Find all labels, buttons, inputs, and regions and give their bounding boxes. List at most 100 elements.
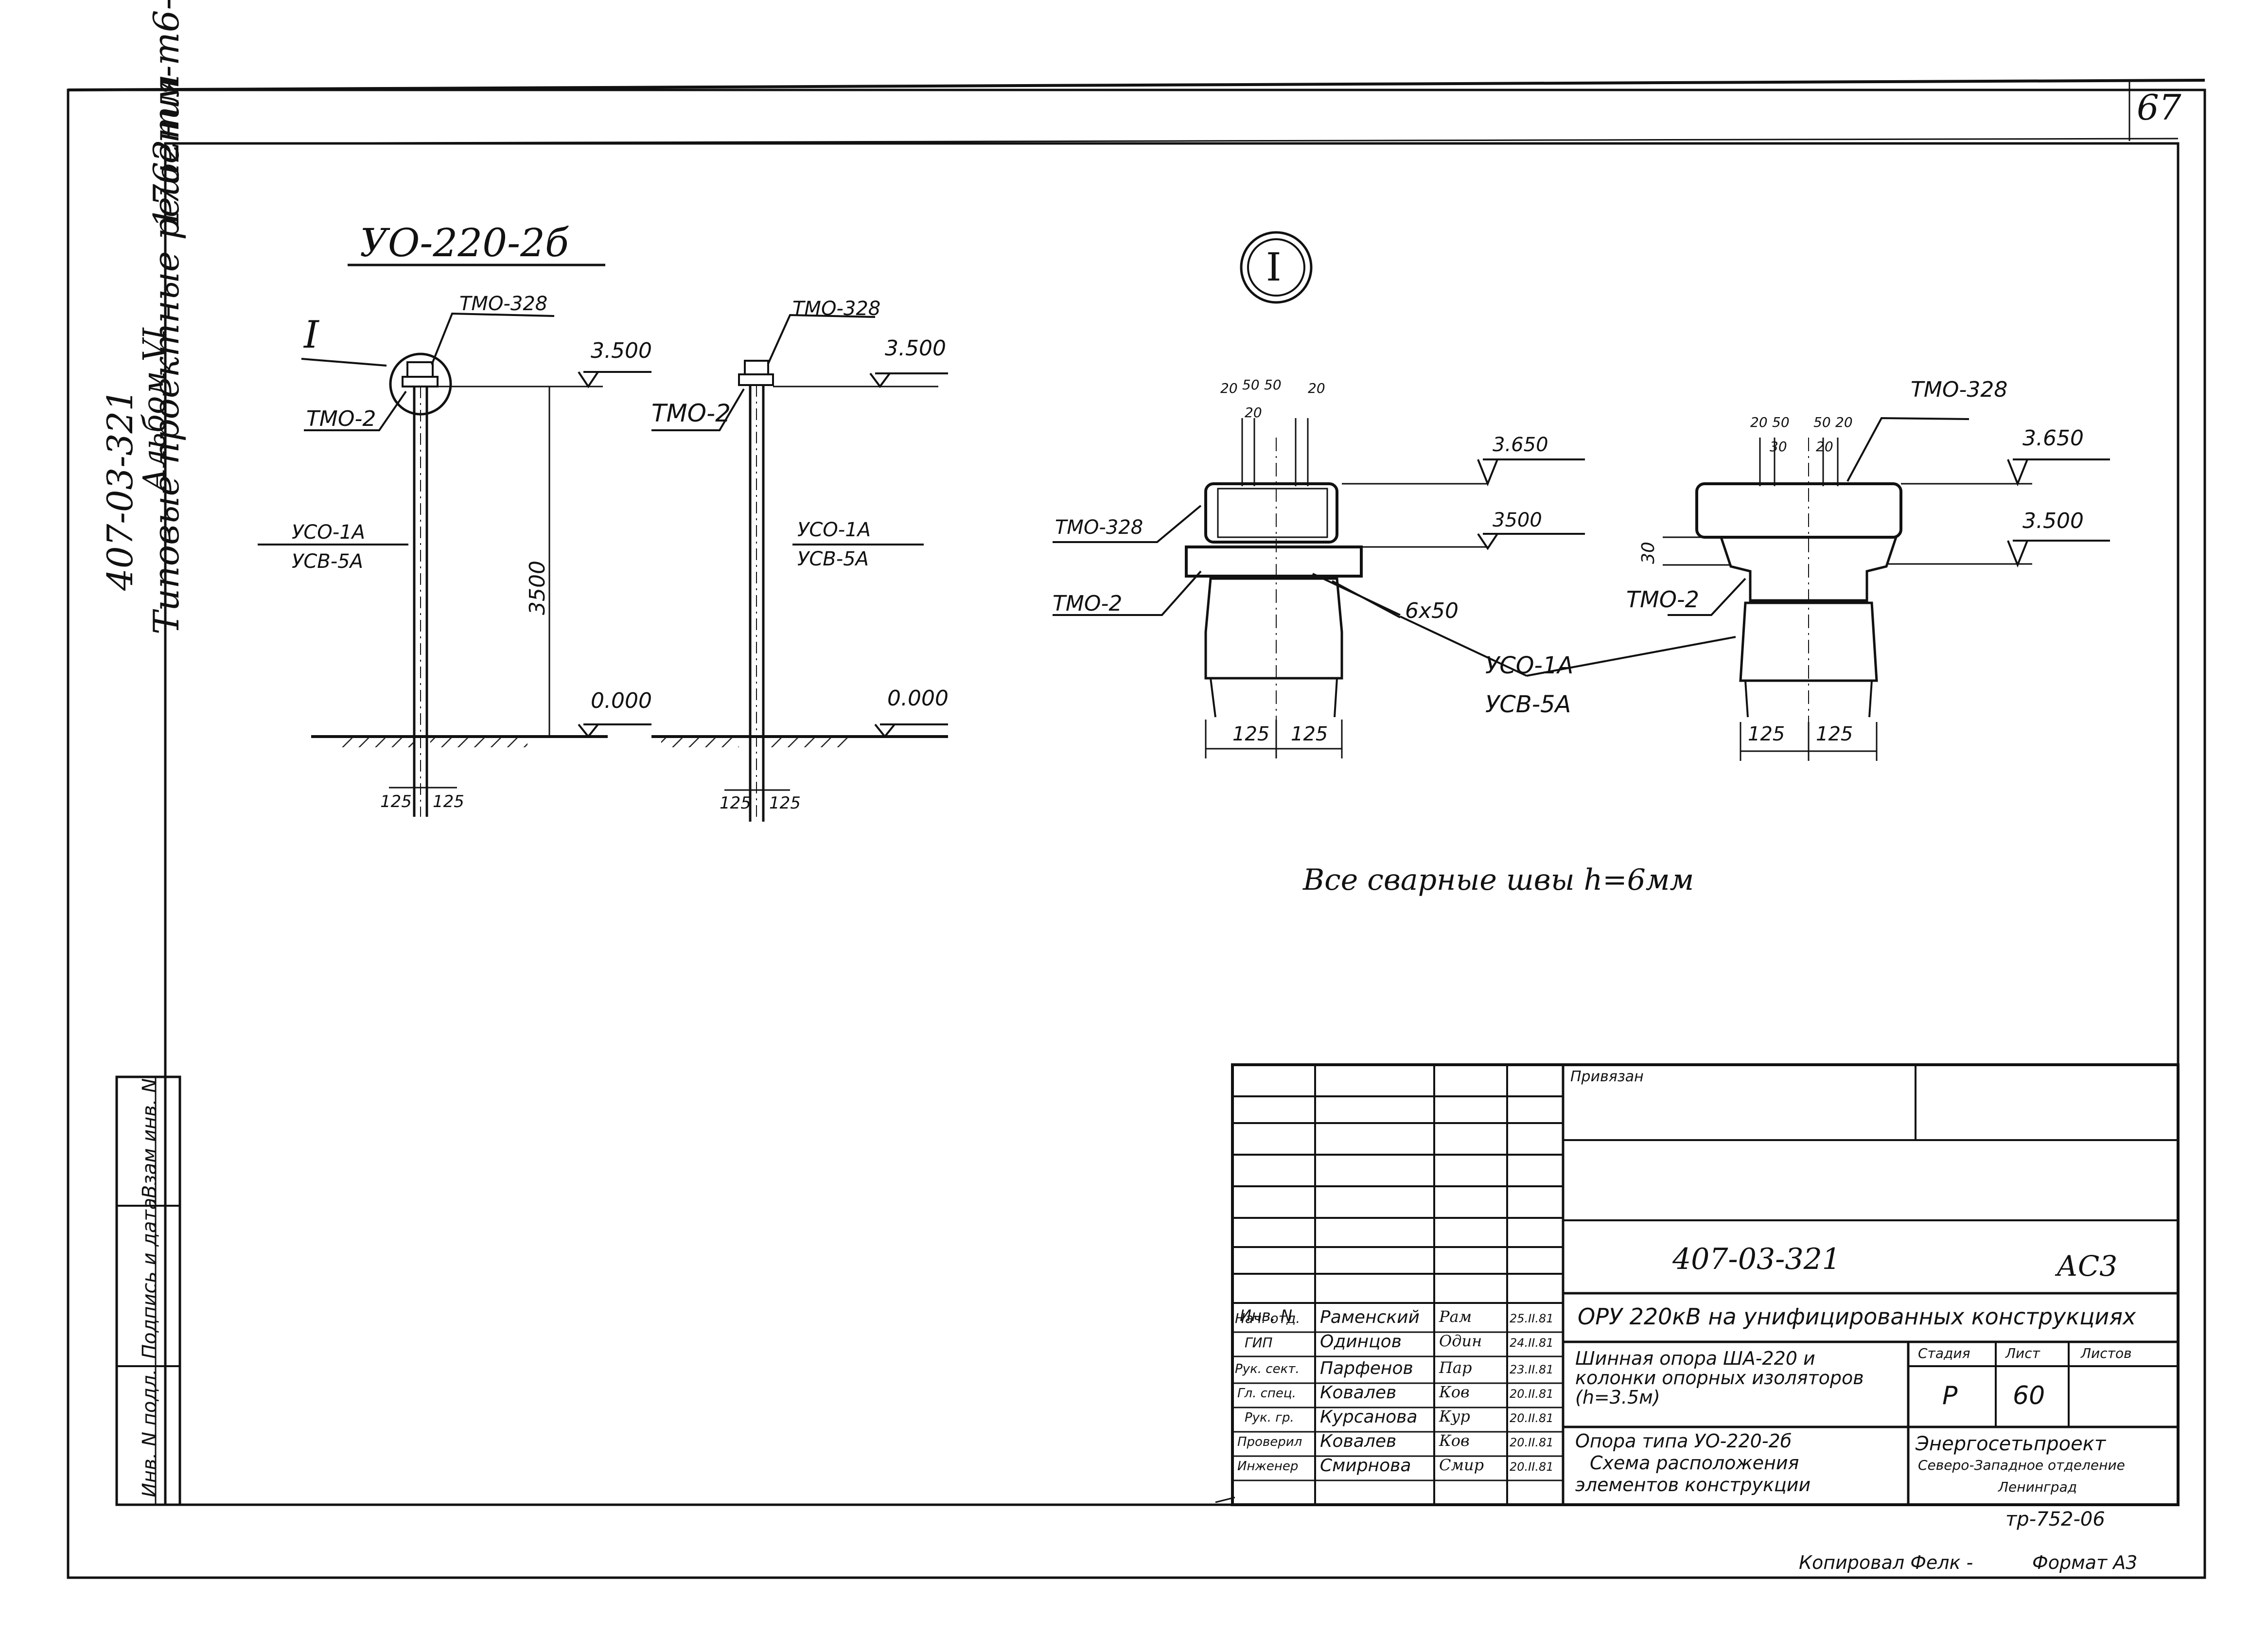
footer-stamp: тр-752-06 <box>2005 1508 2105 1530</box>
tb-sign-7: Смир <box>1439 1456 1484 1474</box>
tb-name-2: Одинцов <box>1320 1332 1402 1352</box>
tb-name-3: Парфенов <box>1320 1358 1413 1378</box>
tb-project: ОРУ 220кВ на унифицированных конструкция… <box>1578 1303 2136 1330</box>
node-side-dim-2: 50 <box>1772 414 1790 430</box>
side-uso: УСО-1А <box>797 519 871 541</box>
tb-subtitle-2: Схема расположения <box>1590 1452 1799 1474</box>
tb-role-4: Гл. спец. <box>1237 1386 1296 1401</box>
tb-role-1: Нач. отд. <box>1235 1310 1301 1326</box>
elevation-main <box>258 264 651 817</box>
side-usv: УСВ-5А <box>797 548 869 570</box>
node-front-level-500: 3500 <box>1493 509 1542 531</box>
tb-stage-header: Стадия <box>1918 1345 1970 1361</box>
node-side <box>1400 417 2110 761</box>
tb-sheet-mark: АС3 <box>2057 1249 2118 1283</box>
footer-copied: Копировал Фелк - <box>1799 1552 1973 1573</box>
node-front-dim-left: 125 <box>1232 723 1270 745</box>
tb-inv-no: Инв. N <box>1240 1306 1292 1325</box>
node-front-dim-2: 50 <box>1242 377 1260 393</box>
elevation-tmo2: ТМО-2 <box>306 406 376 431</box>
title-block-grid <box>1215 1063 2180 1506</box>
node-front-level-650: 3.650 <box>1493 434 1548 456</box>
weld-note: Все сварные швы h=6мм <box>1303 863 1694 897</box>
node-front-tmo2: ТМО-2 <box>1053 591 1123 616</box>
tb-date-6: 20.II.81 <box>1510 1436 1554 1449</box>
elevation-usv: УСВ-5А <box>292 550 363 573</box>
node-front-dim-4: 20 <box>1308 380 1325 396</box>
side-level-zero: 0.000 <box>887 686 949 711</box>
tb-date-5: 20.II.81 <box>1510 1411 1554 1425</box>
node-side-level-650: 3.650 <box>2022 426 2084 451</box>
node-side-dim-4: 20 <box>1835 414 1853 430</box>
node-mark-label: I <box>1266 245 1282 290</box>
side-tmo2: ТМО-2 <box>651 399 731 427</box>
tb-subtitle-1: Опора типа УО-220-2б <box>1575 1430 1792 1452</box>
strip-inv-original: Инв. N подл. <box>139 1369 161 1497</box>
tb-name-4: Ковалев <box>1320 1383 1397 1403</box>
elevation-height-dim: 3500 <box>525 561 550 615</box>
tb-date-2: 24.II.81 <box>1510 1336 1554 1350</box>
tb-name-6: Ковалев <box>1320 1431 1397 1451</box>
node-front-dim-20: 20 <box>1245 405 1262 421</box>
node-front-tmo328: ТМО-328 <box>1055 516 1143 539</box>
tb-org-3: Ленинград <box>1998 1479 2077 1495</box>
tb-sign-1: Рам <box>1439 1307 1472 1326</box>
page-number: 67 <box>2137 87 2181 128</box>
sheet-frame <box>67 79 2206 1579</box>
tb-sheets-header: Листов <box>2081 1345 2132 1361</box>
tb-name-1: Раменский <box>1320 1307 1420 1327</box>
tb-sign-4: Ков <box>1439 1383 1470 1401</box>
side-tmo328: ТМО-328 <box>792 298 881 320</box>
tb-date-1: 25.II.81 <box>1510 1312 1554 1325</box>
side-dim-left: 125 <box>720 793 751 813</box>
tb-sheet: 60 <box>2013 1381 2045 1410</box>
node-side-dim-inner-1: 30 <box>1770 439 1787 455</box>
strip-sign-date: Подпись и дата <box>139 1197 161 1359</box>
tb-role-5: Рук. гр. <box>1245 1410 1294 1425</box>
node-side-dim-right: 125 <box>1816 723 1853 745</box>
node-front-dim-1: 20 <box>1220 380 1238 396</box>
tb-doc-code: 407-03-321 <box>1672 1242 1841 1276</box>
strip-inv-replace: Взам инв. N <box>139 1078 161 1198</box>
node-front-dim-3: 50 <box>1264 377 1282 393</box>
tb-description: Шинная опора ША-220 и колонки опорных из… <box>1575 1348 1864 1408</box>
elevation-level-zero: 0.000 <box>591 688 652 713</box>
node-front-dim-right: 125 <box>1291 723 1328 745</box>
album-label: Альбом VI <box>136 328 172 491</box>
node-side-dim-3: 50 <box>1813 414 1831 430</box>
tb-role-6: Проверил <box>1237 1435 1302 1449</box>
tb-stage: Р <box>1942 1381 1958 1410</box>
node-mark <box>1240 231 1313 304</box>
node-side-tmo328: ТМО-328 <box>1911 377 2008 402</box>
node-uso: УСО-1А <box>1485 652 1574 679</box>
tb-role-2: ГИП <box>1245 1335 1273 1351</box>
node-usv: УСВ-5А <box>1485 691 1571 718</box>
series-code: 407-03-321 <box>100 388 141 591</box>
node-side-level-500: 3.500 <box>2022 509 2084 533</box>
elevation-title: УО-220-2б <box>360 220 569 265</box>
node-side-dim-inner-2: 20 <box>1816 439 1833 455</box>
node-side-dim-1: 20 <box>1750 414 1768 430</box>
elevation-dim-left: 125 <box>380 792 412 811</box>
tb-sign-6: Ков <box>1439 1431 1470 1450</box>
tb-subtitle-3: элементов конструкции <box>1575 1474 1811 1495</box>
tb-privyazan: Привязан <box>1570 1068 1644 1085</box>
node-front <box>1053 418 1585 758</box>
node-side-tmo2: ТМО-2 <box>1626 586 1699 613</box>
node-front-weld: 6x50 <box>1405 598 1459 623</box>
tb-name-7: Смирнова <box>1320 1456 1411 1476</box>
tb-date-4: 20.II.81 <box>1510 1387 1554 1401</box>
node-side-dim-left: 125 <box>1748 723 1785 745</box>
tb-name-5: Курсанова <box>1320 1407 1418 1427</box>
tb-date-7: 20.II.81 <box>1510 1460 1554 1474</box>
elevation-side <box>651 314 948 822</box>
tb-sign-2: Один <box>1439 1332 1482 1350</box>
side-level-top: 3.500 <box>885 336 946 361</box>
elevation-dim-right: 125 <box>433 792 464 811</box>
elevation-node-mark: I <box>304 313 319 357</box>
tb-sheet-header: Лист <box>2005 1345 2040 1361</box>
elevation-level-top: 3.500 <box>591 338 652 363</box>
elevation-tmo328: ТМО-328 <box>459 293 548 315</box>
node-side-dim-30: 30 <box>1638 542 1658 564</box>
